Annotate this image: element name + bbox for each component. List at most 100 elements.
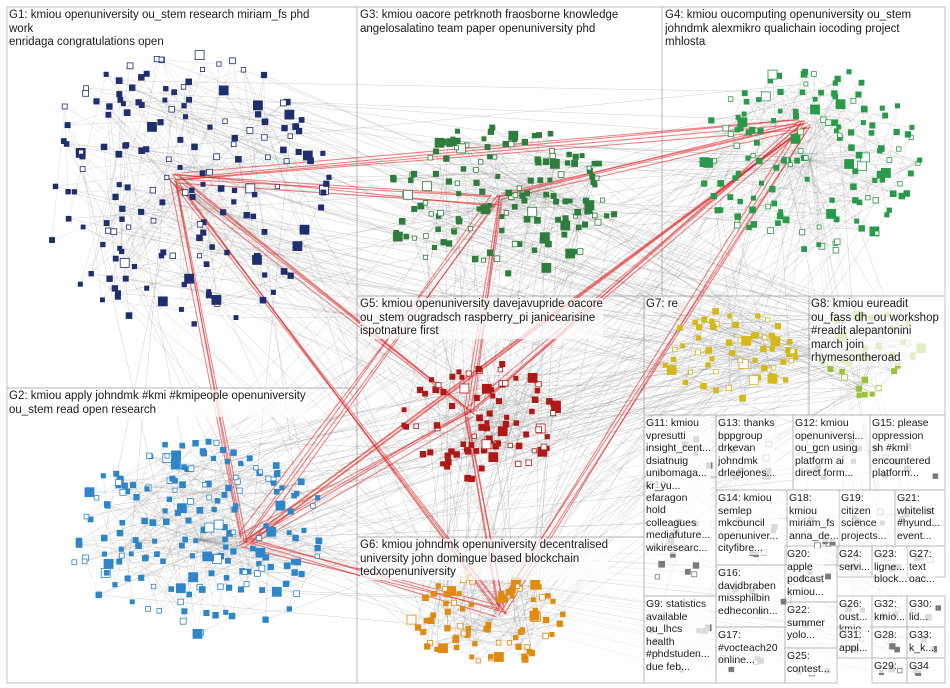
node-g7 xyxy=(753,358,757,362)
node-g4 xyxy=(800,230,805,235)
node-g2 xyxy=(161,559,166,564)
node-g6 xyxy=(488,655,493,660)
node-g8 xyxy=(862,377,868,383)
node-g2 xyxy=(180,443,185,448)
node-g3 xyxy=(572,161,578,167)
node-g1 xyxy=(119,249,124,254)
node-g6 xyxy=(496,640,501,645)
node-g4 xyxy=(761,92,770,101)
node-g10 xyxy=(685,569,690,574)
node-g6 xyxy=(510,588,515,593)
node-g3 xyxy=(590,174,595,179)
node-g2 xyxy=(142,518,148,524)
node-g1 xyxy=(83,90,89,96)
node-g3 xyxy=(474,180,479,185)
edge xyxy=(519,597,543,646)
node-g4 xyxy=(768,228,774,234)
node-g4 xyxy=(751,196,755,200)
node-g1 xyxy=(230,58,236,64)
edge xyxy=(162,60,219,64)
node-g4 xyxy=(870,123,875,128)
node-g2 xyxy=(173,488,177,492)
node-g2 xyxy=(205,523,214,532)
node-g5 xyxy=(477,415,483,421)
node-g1 xyxy=(260,297,266,303)
node-g2 xyxy=(266,476,271,481)
node-g2 xyxy=(299,571,304,576)
node-g1 xyxy=(241,68,246,73)
node-g2 xyxy=(237,488,242,493)
node-g3 xyxy=(477,207,481,211)
node-g2 xyxy=(129,552,133,556)
node-g1 xyxy=(165,175,169,179)
node-g8 xyxy=(892,369,897,374)
node-g3 xyxy=(563,216,568,221)
node-g1 xyxy=(186,79,192,85)
node-g4 xyxy=(718,181,724,187)
node-g10 xyxy=(692,572,697,577)
node-g2 xyxy=(182,609,187,614)
group-label-g34: G34 xyxy=(909,660,929,673)
node-g10 xyxy=(659,561,665,567)
node-g3 xyxy=(550,153,555,158)
group-label-g17: G17: #vocteach20 online... xyxy=(718,629,778,667)
node-g2 xyxy=(284,563,290,569)
node-g7 xyxy=(772,379,776,383)
node-g2 xyxy=(199,587,205,593)
node-g1 xyxy=(118,97,123,102)
node-g2 xyxy=(85,488,94,497)
node-g7 xyxy=(775,323,781,329)
node-g6 xyxy=(421,630,426,635)
node-g4 xyxy=(905,132,911,138)
node-g3 xyxy=(562,232,567,237)
node-g1 xyxy=(183,115,187,119)
node-g7 xyxy=(696,325,702,331)
group-label-g2: G2: kmiou apply johndmk #kmi #kmipeople … xyxy=(9,390,306,417)
node-g3 xyxy=(456,217,460,221)
node-g3 xyxy=(481,205,490,214)
node-g6 xyxy=(516,644,522,650)
node-g5 xyxy=(417,387,423,393)
node-g1 xyxy=(232,200,236,204)
node-g4 xyxy=(856,92,861,97)
node-g1 xyxy=(151,218,156,223)
node-g3 xyxy=(550,148,555,153)
node-g2 xyxy=(163,442,168,447)
node-g4 xyxy=(857,161,866,170)
node-g4 xyxy=(861,106,867,112)
node-g2 xyxy=(193,629,202,638)
node-g3 xyxy=(565,161,570,166)
node-g2 xyxy=(231,530,236,535)
node-g4 xyxy=(751,153,755,157)
node-g2 xyxy=(154,552,159,557)
node-g1 xyxy=(139,103,144,108)
node-g4 xyxy=(804,156,809,161)
node-g3 xyxy=(433,171,438,176)
node-g1 xyxy=(89,271,94,276)
node-g1 xyxy=(123,276,128,281)
group-label-g29: G29: xyxy=(874,660,897,673)
node-g4 xyxy=(877,173,883,179)
node-g5 xyxy=(532,449,536,453)
node-g4 xyxy=(883,113,888,118)
node-g1 xyxy=(100,298,104,302)
node-g4 xyxy=(770,186,775,191)
node-g7 xyxy=(701,383,707,389)
node-g7 xyxy=(755,314,760,319)
node-g2 xyxy=(165,454,169,458)
node-g2 xyxy=(167,497,172,502)
node-g3 xyxy=(474,168,479,173)
edge xyxy=(80,154,118,284)
node-g2 xyxy=(136,543,142,549)
node-g3 xyxy=(532,133,537,138)
node-g1 xyxy=(190,188,195,193)
node-g6 xyxy=(537,585,542,590)
node-g2 xyxy=(268,564,273,569)
node-g2 xyxy=(291,560,296,565)
node-g5 xyxy=(472,434,477,439)
node-g5 xyxy=(460,375,464,379)
node-g1 xyxy=(127,225,131,229)
node-g3 xyxy=(601,198,605,202)
node-g6 xyxy=(543,617,549,623)
node-g7 xyxy=(740,395,746,401)
